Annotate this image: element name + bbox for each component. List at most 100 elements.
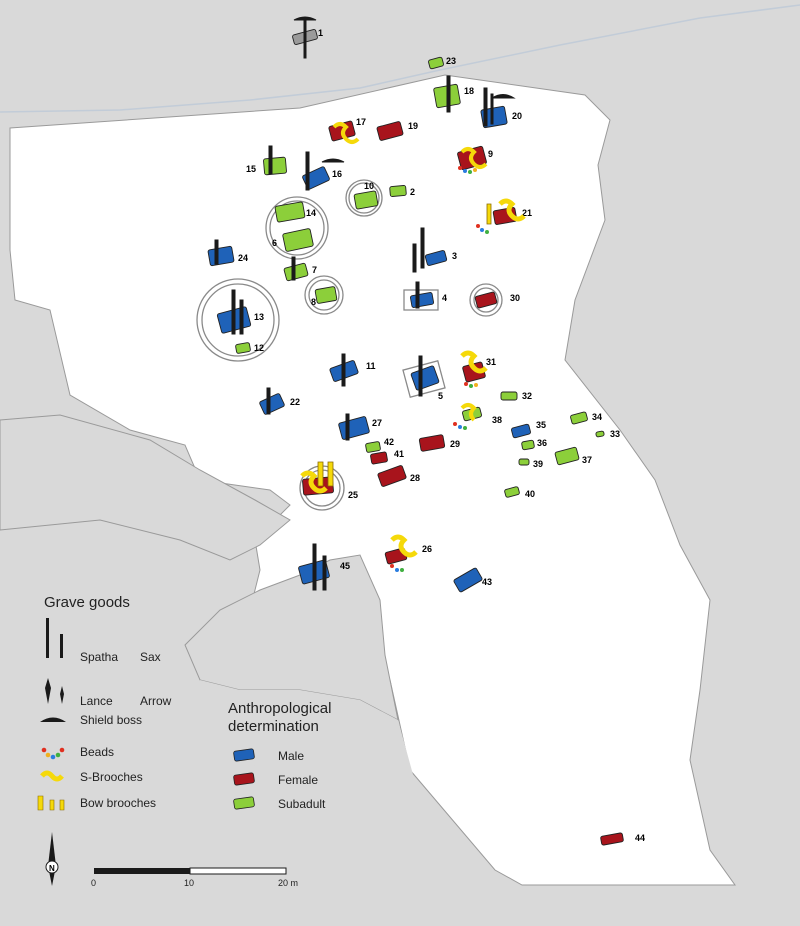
grave-label-11: 11 [366, 361, 376, 371]
grave-label-10: 10 [364, 181, 374, 191]
grave-label-4: 4 [442, 293, 447, 303]
grave-43 [453, 567, 483, 593]
grave-label-18: 18 [464, 86, 474, 96]
spatha-icon [312, 543, 317, 591]
grave-label-41: 41 [394, 449, 404, 459]
grave-label-2: 2 [410, 187, 415, 197]
s-brooch-icon [460, 403, 477, 422]
lance-icon [45, 678, 51, 704]
grave-label-42: 42 [384, 437, 394, 447]
grave-label-1: 1 [318, 28, 323, 38]
grave-label-29: 29 [450, 439, 460, 449]
legend-subadult: Subadult [278, 797, 326, 811]
grave-32 [500, 391, 518, 401]
grave-label-3: 3 [452, 251, 457, 261]
spatha-icon [420, 227, 425, 269]
legend-lance: Lance [80, 694, 113, 708]
bead-icon [476, 224, 480, 228]
grave-label-19: 19 [408, 121, 418, 131]
grave-label-6: 6 [272, 238, 277, 248]
grave-label-23: 23 [446, 56, 456, 66]
grave-label-31: 31 [486, 357, 496, 367]
legend-title-grave-goods: Grave goods [44, 594, 130, 611]
north-arrow: N [45, 832, 59, 886]
bow-brooch-icon [327, 461, 334, 487]
arrow-icon [60, 686, 64, 704]
grave-label-21: 21 [522, 208, 532, 218]
grave-label-43: 43 [482, 577, 492, 587]
grave-label-36: 36 [537, 438, 547, 448]
s-brooch-icon [300, 470, 328, 494]
legend-shield-boss: Shield boss [80, 713, 142, 727]
sax-icon [239, 299, 244, 335]
grave-2 [389, 185, 407, 197]
shield-boss-icon [490, 94, 516, 99]
grave-label-39: 39 [533, 459, 543, 469]
grave-label-7: 7 [312, 265, 317, 275]
sax-icon [60, 634, 63, 658]
spatha-icon [341, 353, 346, 387]
excavation-area [9, 74, 736, 886]
grave-29 [418, 434, 446, 452]
bead-icon [458, 166, 462, 170]
legend-female: Female [278, 773, 318, 787]
grave-10 [353, 190, 379, 210]
s-brooch-icon [332, 122, 360, 144]
north-label: N [49, 864, 55, 873]
site-lower-white [200, 680, 520, 885]
grave-37 [554, 446, 580, 466]
s-brooch-icon [460, 350, 488, 374]
bow-brooch-icon [486, 203, 492, 225]
legend-beads: Beads [80, 745, 114, 759]
grave-14 [274, 201, 306, 223]
grave-label-14: 14 [306, 208, 316, 218]
legend-grave-goods: Grave goods Spatha Sax Lance Arrow Shiel… [37, 594, 172, 811]
grave-label-35: 35 [536, 420, 546, 430]
scale-tick-10: 10 [184, 878, 194, 888]
grave-label-38: 38 [492, 415, 502, 425]
spatha-icon [303, 17, 307, 59]
grave-41 [370, 451, 388, 465]
grave-34 [570, 411, 588, 425]
lance-icon [214, 239, 219, 265]
bow-brooch-icon [37, 795, 65, 811]
grave-36 [521, 439, 535, 451]
terrain-intrusion-left [0, 414, 291, 561]
legend-anthropological: Anthropological determination Male Femal… [228, 700, 331, 811]
grave-33 [595, 430, 605, 438]
grave-label-5: 5 [438, 391, 443, 401]
bead-icon [453, 422, 457, 426]
grave-label-25: 25 [348, 490, 358, 500]
s-brooch-icon [460, 147, 488, 169]
spatha-icon [46, 618, 49, 658]
grave-label-34: 34 [592, 412, 602, 422]
grave-label-30: 30 [510, 293, 520, 303]
shield-boss-icon [293, 16, 317, 21]
legend-male: Male [278, 749, 304, 763]
grave-label-15: 15 [246, 164, 256, 174]
spatha-icon [490, 93, 494, 125]
spatha-icon [268, 145, 273, 175]
grave-label-37: 37 [582, 455, 592, 465]
grave-label-32: 32 [522, 391, 532, 401]
lance-icon [415, 281, 420, 309]
scale-tick-0: 0 [91, 878, 96, 888]
legend-bow-brooches: Bow brooches [80, 796, 156, 810]
bead-icon [41, 747, 47, 753]
legend-sax: Sax [140, 650, 161, 664]
grave-23 [428, 56, 444, 70]
grave-label-22: 22 [290, 397, 300, 407]
grave-19 [376, 121, 404, 141]
grave-30 [474, 291, 498, 309]
grave-28 [377, 465, 407, 487]
legend-swatch-subadult [233, 796, 255, 810]
grave-label-12: 12 [254, 343, 264, 353]
scale-tick-20: 20 m [278, 878, 298, 888]
bead-icon [464, 382, 468, 386]
lance-icon [291, 256, 296, 281]
spatha-icon [305, 151, 310, 191]
shield-boss-icon [40, 717, 66, 722]
grave-label-16: 16 [332, 169, 342, 179]
